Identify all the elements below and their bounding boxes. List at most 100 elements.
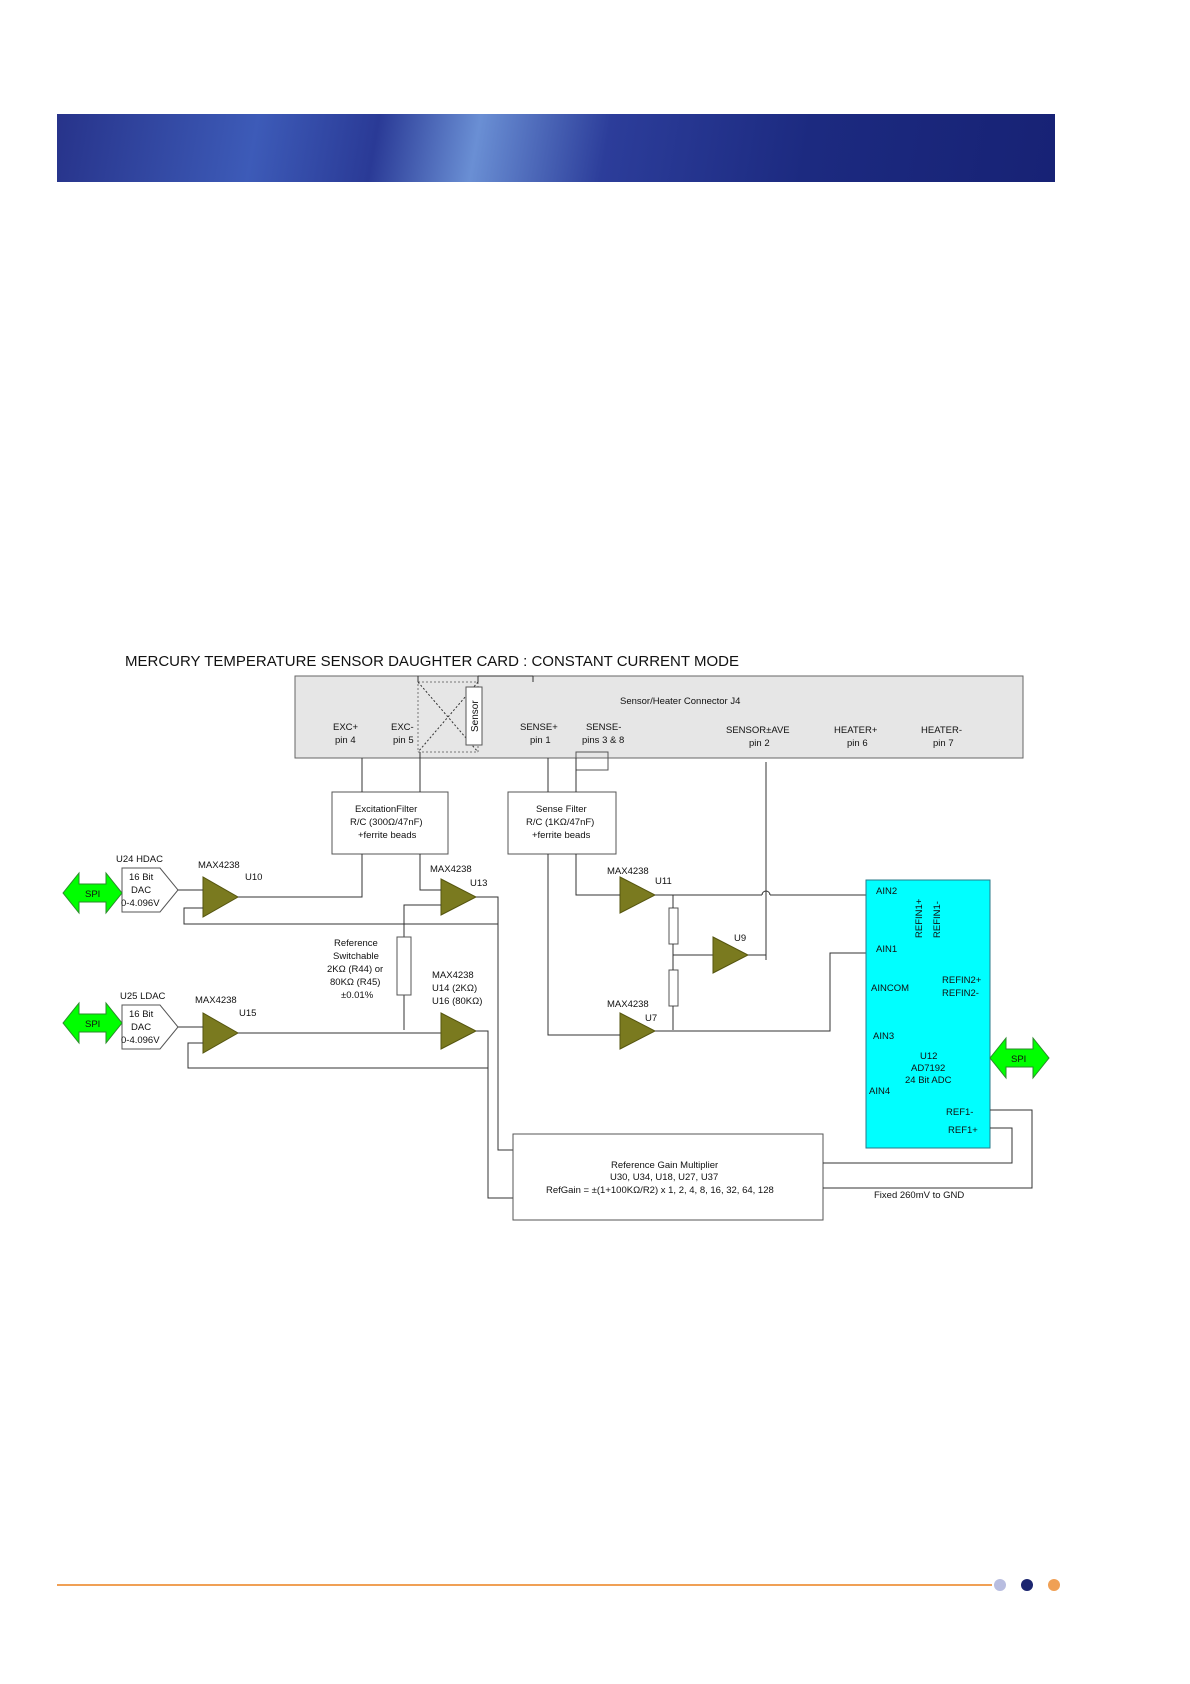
svg-text:SENSE+: SENSE+ — [520, 722, 558, 733]
amp-u13 — [440, 878, 478, 916]
svg-text:AIN4: AIN4 — [869, 1086, 890, 1097]
svg-text:MAX4238: MAX4238 — [432, 970, 474, 981]
svg-text:REFIN2+: REFIN2+ — [942, 975, 982, 986]
svg-text:U11: U11 — [655, 876, 672, 887]
excitation-filter-box — [331, 791, 449, 855]
svg-text:U9: U9 — [734, 933, 746, 944]
ldac-label: U25 LDAC — [120, 991, 166, 1002]
svg-text:pin 4: pin 4 — [335, 735, 356, 746]
svg-text:REFIN1-: REFIN1- — [932, 901, 943, 938]
divider-resistor-bottom — [668, 969, 679, 1007]
svg-text:REF1+: REF1+ — [948, 1125, 978, 1136]
svg-text:RefGain = ±(1+100KΩ/R2) x 1, 2: RefGain = ±(1+100KΩ/R2) x 1, 2, 4, 8, 16… — [546, 1185, 774, 1196]
pin-sensor-ave: SENSOR±AVE pin 2 — [726, 725, 790, 749]
pin-heater-minus: HEATER- pin 7 — [921, 725, 962, 749]
amp-u14-u16 — [440, 1012, 478, 1050]
sensor-area — [417, 681, 479, 753]
amp-u9 — [712, 936, 750, 974]
adc-ad7192 — [865, 879, 991, 1149]
sensor-element — [465, 686, 483, 746]
svg-text:MAX4238: MAX4238 — [195, 995, 237, 1006]
svg-text:pins 3 & 8: pins 3 & 8 — [582, 735, 624, 746]
svg-text:0-4.096V: 0-4.096V — [121, 898, 160, 909]
svg-text:pin 6: pin 6 — [847, 738, 868, 749]
footer-dot-orange — [1048, 1579, 1060, 1591]
svg-text:DAC: DAC — [131, 885, 151, 896]
svg-text:16 Bit: 16 Bit — [129, 1009, 154, 1020]
svg-text:AD7192: AD7192 — [911, 1063, 945, 1074]
hdac-dac — [121, 867, 179, 913]
svg-text:U16 (80KΩ): U16 (80KΩ) — [432, 996, 482, 1007]
pin-sense-minus: SENSE- pins 3 & 8 — [582, 722, 624, 746]
svg-text:REF1-: REF1- — [946, 1107, 973, 1118]
amp-u10 — [202, 876, 240, 918]
svg-text:HEATER+: HEATER+ — [834, 725, 878, 736]
svg-text:AIN2: AIN2 — [876, 886, 897, 897]
svg-text:±0.01%: ±0.01% — [341, 990, 374, 1001]
svg-text:ExcitationFilter: ExcitationFilter — [355, 804, 417, 815]
reference-gain-multiplier — [512, 1133, 824, 1221]
pin-sense-plus: SENSE+ pin 1 — [520, 722, 558, 746]
svg-text:REFIN1+: REFIN1+ — [914, 898, 925, 938]
svg-text:AIN1: AIN1 — [876, 944, 897, 955]
reference-resistor — [396, 936, 412, 996]
svg-text:MAX4238: MAX4238 — [430, 864, 472, 875]
svg-text:2KΩ (R44) or: 2KΩ (R44) or — [327, 964, 383, 975]
svg-text:+ferrite beads: +ferrite beads — [532, 830, 591, 841]
pin-exc-minus: EXC- pin 5 — [391, 722, 414, 746]
divider-resistor-top — [668, 907, 679, 945]
svg-text:pin 7: pin 7 — [933, 738, 954, 749]
svg-text:EXC-: EXC- — [391, 722, 414, 733]
spi-label-ldac: SPI — [85, 1019, 100, 1030]
header-banner — [57, 114, 1055, 182]
sensor-label: Sensor — [470, 700, 481, 732]
svg-text:Reference Gain Multiplier: Reference Gain Multiplier — [611, 1160, 718, 1171]
svg-text:SENSOR±AVE: SENSOR±AVE — [726, 725, 790, 736]
amp-u7 — [619, 1012, 657, 1050]
svg-text:SENSE-: SENSE- — [586, 722, 621, 733]
svg-text:AINCOM: AINCOM — [871, 983, 909, 994]
amp-u15 — [202, 1012, 240, 1054]
svg-text:REFIN2-: REFIN2- — [942, 988, 979, 999]
svg-text:AIN3: AIN3 — [873, 1031, 894, 1042]
pin-exc-plus: EXC+ pin 4 — [333, 722, 359, 746]
svg-text:U13: U13 — [470, 878, 487, 889]
svg-text:U14 (2KΩ): U14 (2KΩ) — [432, 983, 477, 994]
svg-text:Sense Filter: Sense Filter — [536, 804, 587, 815]
svg-text:Reference: Reference — [334, 938, 378, 949]
pin-heater-plus: HEATER+ pin 6 — [834, 725, 878, 749]
svg-text:U15: U15 — [239, 1008, 256, 1019]
svg-text:MAX4238: MAX4238 — [607, 999, 649, 1010]
footer-dot-light — [994, 1579, 1006, 1591]
ldac-dac — [121, 1004, 179, 1050]
svg-text:DAC: DAC — [131, 1022, 151, 1033]
svg-text:MAX4238: MAX4238 — [198, 860, 240, 871]
diagram-title: MERCURY TEMPERATURE SENSOR DAUGHTER CARD… — [125, 653, 739, 670]
svg-text:U30, U34, U18, U27, U37: U30, U34, U18, U27, U37 — [610, 1172, 718, 1183]
svg-text:HEATER-: HEATER- — [921, 725, 962, 736]
svg-text:0-4.096V: 0-4.096V — [121, 1035, 160, 1046]
svg-text:R/C (1KΩ/47nF): R/C (1KΩ/47nF) — [526, 817, 594, 828]
svg-text:pin 1: pin 1 — [530, 735, 551, 746]
svg-text:16 Bit: 16 Bit — [129, 872, 154, 883]
svg-text:pin 5: pin 5 — [393, 735, 414, 746]
amp-u11 — [619, 876, 657, 914]
footer-dot-navy — [1021, 1579, 1033, 1591]
hdac-label: U24 HDAC — [116, 854, 163, 865]
svg-text:80KΩ (R45): 80KΩ (R45) — [330, 977, 380, 988]
svg-text:+ferrite beads: +ferrite beads — [358, 830, 417, 841]
svg-text:pin 2: pin 2 — [749, 738, 770, 749]
spi-label-hdac: SPI — [85, 889, 100, 900]
svg-text:U10: U10 — [245, 872, 262, 883]
svg-text:Switchable: Switchable — [333, 951, 379, 962]
svg-text:R/C (300Ω/47nF): R/C (300Ω/47nF) — [350, 817, 423, 828]
connector-j4 — [294, 675, 1024, 759]
svg-text:EXC+: EXC+ — [333, 722, 359, 733]
connector-label: Sensor/Heater Connector J4 — [620, 696, 740, 707]
svg-text:U7: U7 — [645, 1013, 657, 1024]
svg-text:U12: U12 — [920, 1051, 937, 1062]
spi-label-adc: SPI — [1011, 1054, 1026, 1065]
sense-filter-box — [507, 791, 617, 855]
svg-text:24 Bit ADC: 24 Bit ADC — [905, 1075, 952, 1086]
